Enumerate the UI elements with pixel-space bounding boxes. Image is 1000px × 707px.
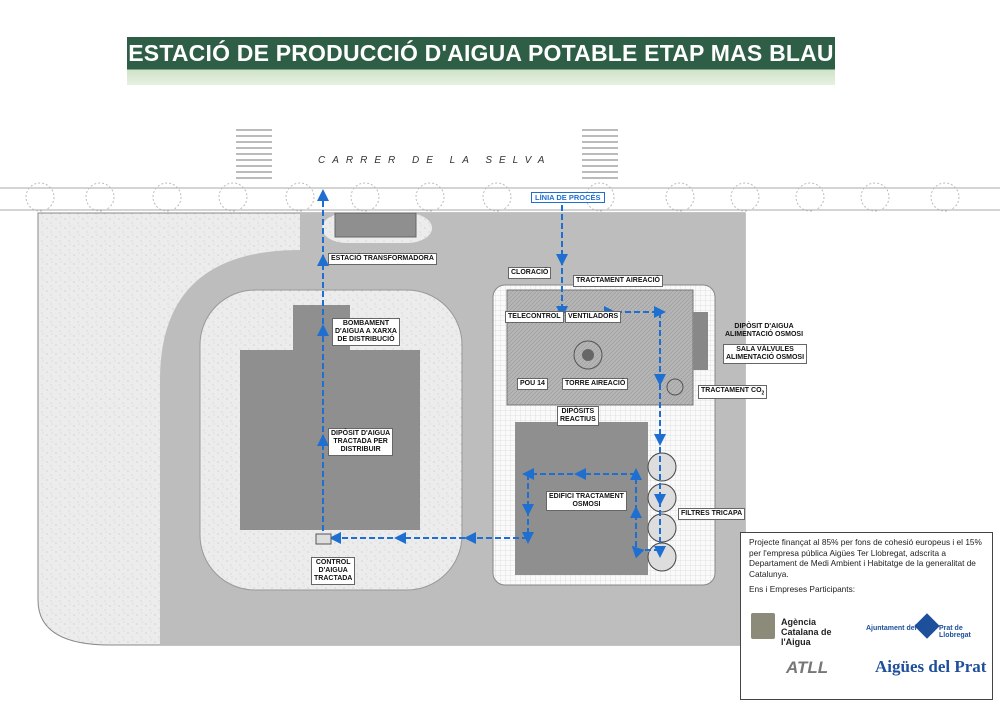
label-telecontrol: TELECONTROL: [505, 311, 564, 323]
label-fans: VENTILADORS: [565, 311, 622, 323]
aca-logo-icon: [751, 613, 775, 639]
left-tank: [240, 305, 420, 530]
label-reagents: DIPÒSITS REACTIUS: [557, 406, 599, 426]
label-chlorination: CLORACIÓ: [508, 267, 552, 279]
funding-info-box: Projecte finançat al 85% per fons de coh…: [740, 532, 993, 700]
transformer-building: [334, 212, 417, 238]
prat-logo-text: Prat de Llobregat: [939, 625, 971, 639]
co2-text: TRACTAMENT CO: [701, 387, 762, 394]
label-filters: FILTRES TRICAPA: [678, 508, 746, 520]
label-tower: TORRE AIREACIÓ: [562, 378, 629, 390]
prat-crest-icon: [914, 613, 940, 639]
co2-subscript: 2: [761, 390, 765, 397]
label-tank: DIPÒSIT D'AIGUA TRACTADA PER DISTRIBUIR: [328, 428, 394, 456]
label-co2: TRACTAMENT CO2: [698, 385, 768, 400]
label-aeration: TRACTAMENT AIREACIÓ: [573, 275, 663, 287]
label-transformer: ESTACIÓ TRANSFORMADORA: [328, 253, 437, 265]
title-banner: ESTACIÓ DE PRODUCCIÓ D'AIGUA POTABLE ETA…: [127, 37, 835, 85]
label-well: POU 14: [517, 378, 548, 390]
label-valves: SALA VÀLVULES ALIMENTACIÓ OSMOSI: [723, 344, 808, 364]
aca-logo-text: Agència Catalana de l'Aigua: [781, 617, 832, 647]
atll-logo: ATLL: [786, 658, 829, 677]
label-pumping: BOMBAMENT D'AIGUA A XARXA DE DISTRIBUCIÓ: [332, 318, 400, 346]
aigues-prat-logo: Aigües del Prat: [875, 657, 987, 676]
label-osmosis-building: EDIFICI TRACTAMENT OSMOSI: [546, 491, 627, 511]
process-line-label: LÍNIA DE PROCÉS: [531, 192, 605, 203]
funding-text: Projecte finançat al 85% per fons de coh…: [749, 537, 982, 579]
crosswalk: [236, 129, 618, 179]
participants-heading: Ens i Empreses Participants:: [749, 584, 856, 594]
label-control: CONTROL D'AIGUA TRACTADA: [311, 557, 356, 585]
page-title: ESTACIÓ DE PRODUCCIÓ D'AIGUA POTABLE ETA…: [128, 40, 834, 66]
street-trees: [25, 182, 960, 212]
street-name: CARRER DE LA SELVA: [318, 155, 552, 166]
label-osmosis-tank: DIPÒSIT D'AIGUA ALIMENTACIÓ OSMOSI: [725, 323, 804, 338]
ajuntament-logo-text: Ajuntament del: [866, 625, 917, 632]
